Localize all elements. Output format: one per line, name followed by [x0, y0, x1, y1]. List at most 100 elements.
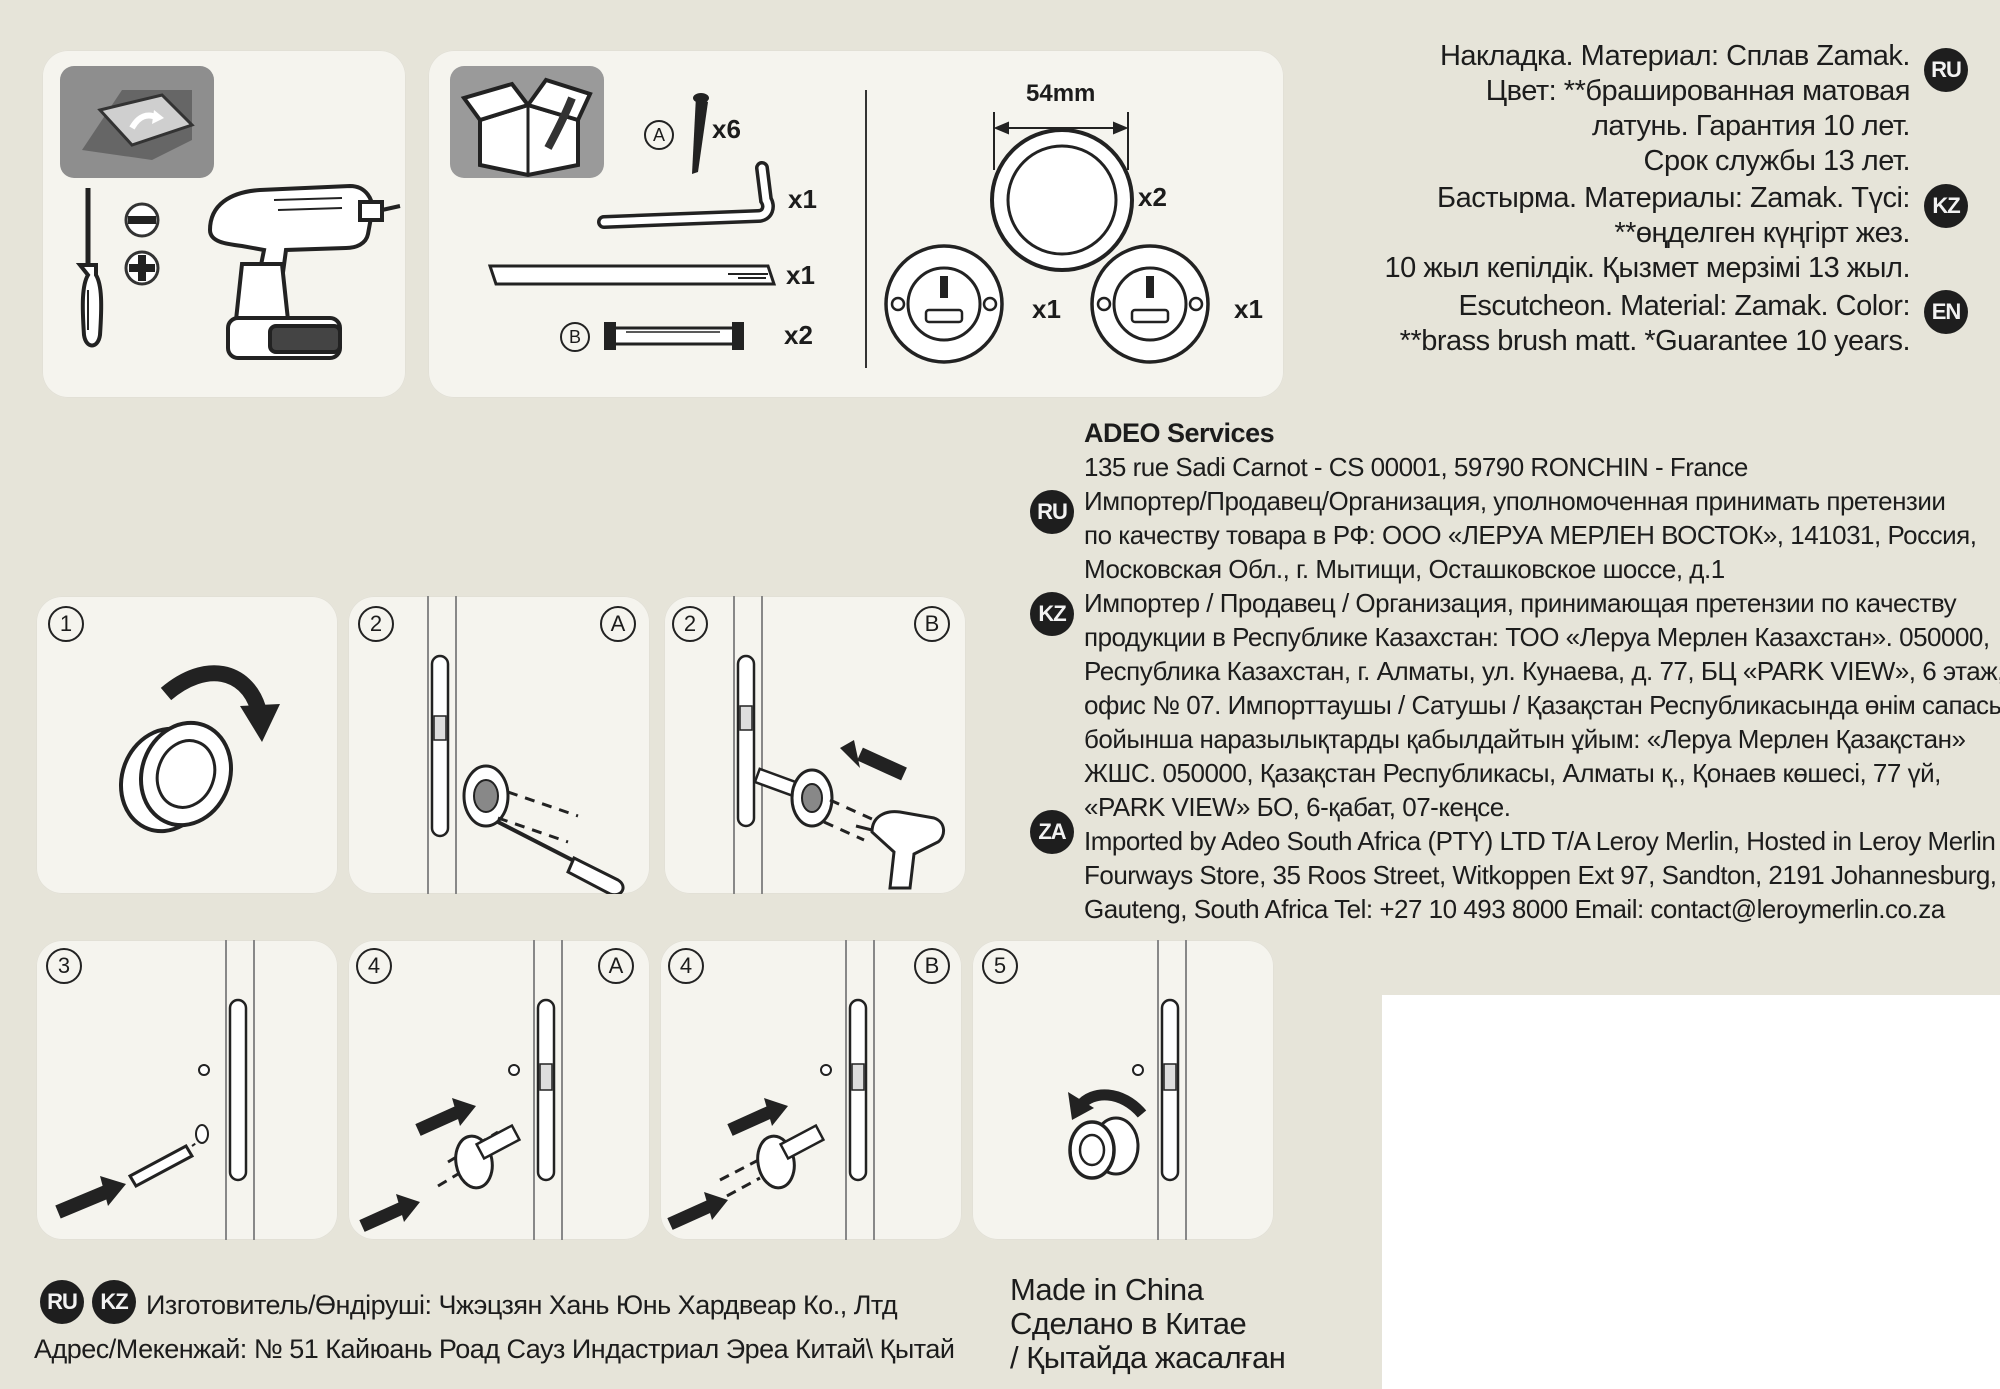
part-letter-b: B: [560, 322, 590, 352]
lang-badge-ru: RU: [40, 1280, 84, 1324]
company-za-line: Gauteng, South Africa Tel: +27 10 493 80…: [1084, 894, 1945, 924]
turn-rose-2-qty: x1: [1234, 294, 1263, 324]
dimension-arrow: [993, 112, 1129, 170]
desc-ru-line: Срок службы 13 лет.: [1643, 145, 1911, 177]
push-arrow-icon: [55, 1176, 126, 1219]
step-number: 3: [46, 948, 82, 984]
step-variant: B: [914, 606, 950, 642]
company-kz-line: бойынша наразылықтарды қабылдайтын ұйым:…: [1084, 724, 1966, 754]
box-icon: [450, 66, 604, 178]
push-arrow-icon: [667, 1098, 788, 1230]
company-kz-line: офис № 07. Импорттаушы / Сатушы / Қазақс…: [1084, 690, 2000, 720]
lang-badge-kz: KZ: [92, 1280, 136, 1324]
lang-badge-kz: KZ: [1924, 184, 1968, 228]
manufacturer-address: Адрес/Мекенжай: № 51 Кайюань Роад Сауз И…: [34, 1334, 955, 1364]
step-panel-2a: 2 A: [348, 596, 650, 894]
bolt-qty: x2: [784, 320, 813, 350]
lang-badge-en: EN: [1924, 290, 1968, 334]
desc-ru-line: Цвет: **брашированная матовая: [1485, 75, 1911, 107]
turn-rose-icon: [884, 244, 1004, 364]
manufacturer-line: Изготовитель/Өндіруші: Чжэцзян Хань Юнь …: [146, 1290, 898, 1320]
origin-line: Made in China: [1010, 1272, 1204, 1307]
step-panel-1: 1: [36, 596, 338, 894]
turn-rose-icon-2: [1090, 244, 1210, 364]
door-edge-icon: [508, 940, 563, 1240]
push-arrow-icon: [359, 1098, 476, 1232]
step-panel-2b: 2 B: [664, 596, 966, 894]
plain-rose-qty: x2: [1138, 182, 1167, 212]
company-kz-line: ЖШС. 050000, Қазақстан Республикасы, Алм…: [1084, 758, 1941, 788]
desc-ru-line: латунь. Гарантия 10 лет.: [1591, 110, 1911, 142]
door-edge-icon: [733, 596, 763, 894]
step-number: 2: [672, 606, 708, 642]
tools-panel: [42, 50, 406, 398]
company-ru-line: по качеству товара в РФ: ООО «ЛЕРУА МЕРЛ…: [1084, 520, 1977, 550]
origin-line: Сделано в Китае: [1010, 1306, 1247, 1341]
rose-diameter: 54mm: [1026, 80, 1096, 107]
snap-cover-icon: [1068, 1116, 1140, 1180]
step-panel-3: 3: [36, 940, 338, 1240]
lang-badge-ru: RU: [1924, 48, 1968, 92]
lang-badge-ru: RU: [1030, 490, 1074, 534]
company-kz-line: продукции в Республике Казахстан: ТОО «Л…: [1084, 622, 1990, 652]
phillips-head-icon: [124, 250, 160, 286]
rose-with-screws-icon: [462, 764, 579, 844]
drill-icon: [207, 183, 401, 360]
door-edge-icon: [1132, 940, 1187, 1240]
step-number: 5: [982, 948, 1018, 984]
screw-icon: [692, 93, 709, 174]
company-kz-line: Республика Казахстан, г. Алматы, ул. Кун…: [1084, 656, 2000, 686]
flat-head-icon: [124, 202, 160, 238]
step-panel-4a: 4 A: [348, 940, 650, 1240]
turn-rose-1-qty: x1: [1032, 294, 1061, 324]
company-kz-line: «PARK VIEW» БО, 6-қабат, 07-кеңсе.: [1084, 792, 1511, 822]
curved-arrow-icon: [1068, 1089, 1147, 1120]
screws-qty: x6: [712, 114, 741, 144]
step-panel-4b: 4 B: [660, 940, 962, 1240]
contents-panel: A x6 x1 x1 B x2 54mm x2 x1 x1: [428, 50, 1284, 398]
company-za-line: Fourways Store, 35 Roos Street, Witkoppe…: [1084, 860, 1997, 890]
sheet-reading-icon: [60, 66, 214, 178]
spindle-insert-icon: [127, 1124, 209, 1188]
part-letter-a: A: [644, 120, 674, 150]
curved-arrow-icon: [160, 665, 280, 742]
company-za-line: Imported by Adeo South Africa (PTY) LTD …: [1084, 826, 1996, 856]
rose-tilt-icon: [118, 720, 234, 834]
rose-with-bolt-icon: [753, 767, 875, 842]
origin-line: / Қытайда жасалған: [1010, 1340, 1286, 1375]
desc-ru-line: Накладка. Материал: Сплав Zamak.: [1439, 40, 1911, 72]
plain-rose-icon: [990, 128, 1134, 272]
company-address: 135 rue Sadi Carnot - CS 00001, 59790 RO…: [1084, 452, 1748, 482]
desc-kz-line: Бастырма. Материалы: Zamak. Түсі:: [1437, 182, 1910, 214]
step-number: 1: [48, 606, 84, 642]
step-variant: B: [914, 948, 950, 984]
company-kz-line: Импортер / Продавец / Организация, прини…: [1084, 588, 1957, 618]
rose-bolt-install-icon: [711, 1123, 826, 1206]
lang-badge-kz: KZ: [1030, 592, 1074, 636]
hex-key-icon: [597, 161, 775, 229]
step-variant: A: [598, 948, 634, 984]
door-edge-icon: [427, 596, 457, 894]
desc-kz-line: 10 жыл кепілдік. Қызмет мерзімі 13 жыл.: [1384, 252, 1911, 284]
spindle-icon: [487, 264, 777, 286]
step-number: 4: [668, 948, 704, 984]
spindle-qty: x1: [786, 260, 815, 290]
step-panel-5: 5: [972, 940, 1274, 1240]
bolt-icon: [604, 322, 744, 350]
rose-screws-install-icon: [437, 1123, 522, 1190]
step-number: 4: [356, 948, 392, 984]
desc-kz-line: **өңделген күңгірт жез.: [1614, 217, 1910, 249]
company-name: ADEO Services: [1084, 418, 1275, 448]
desc-en-line: Escutcheon. Material: Zamak. Color:: [1458, 290, 1910, 322]
step-variant: A: [600, 606, 636, 642]
desc-en-line: **brass brush matt. *Guarantee 10 years.: [1399, 325, 1911, 357]
blank-area: [1382, 995, 2000, 1389]
door-edge-icon: [820, 940, 875, 1240]
screwdriver-icon: [75, 188, 104, 348]
screwdriver-icon: [497, 820, 625, 894]
step-number: 2: [358, 606, 394, 642]
door-edge-icon: [198, 940, 255, 1240]
lang-badge-za: ZA: [1030, 810, 1074, 854]
company-ru-line: Импортер/Продавец/Организация, уполномоч…: [1084, 486, 1946, 516]
hex-key-qty: x1: [788, 184, 817, 214]
